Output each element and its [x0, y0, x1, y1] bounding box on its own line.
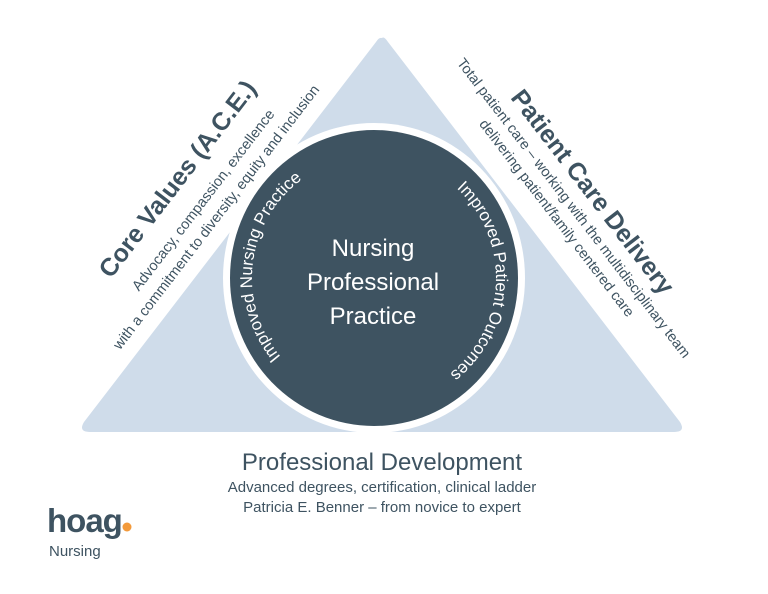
center-title-line3: Practice — [330, 303, 417, 330]
logo-brand: hoag — [47, 502, 122, 539]
professional-development-title: Professional Development — [242, 449, 522, 476]
hoag-logo: hoag Nursing — [47, 502, 132, 560]
logo-dot — [122, 522, 132, 532]
center-title-line2: Professional — [307, 269, 439, 296]
logo-sub: Nursing — [49, 543, 101, 560]
center-circle — [230, 130, 518, 426]
professional-development-line1: Advanced degrees, certification, clinica… — [228, 479, 537, 496]
professional-development-line2: Patricia E. Benner – from novice to expe… — [243, 499, 521, 516]
center-title-line1: Nursing — [332, 235, 415, 262]
